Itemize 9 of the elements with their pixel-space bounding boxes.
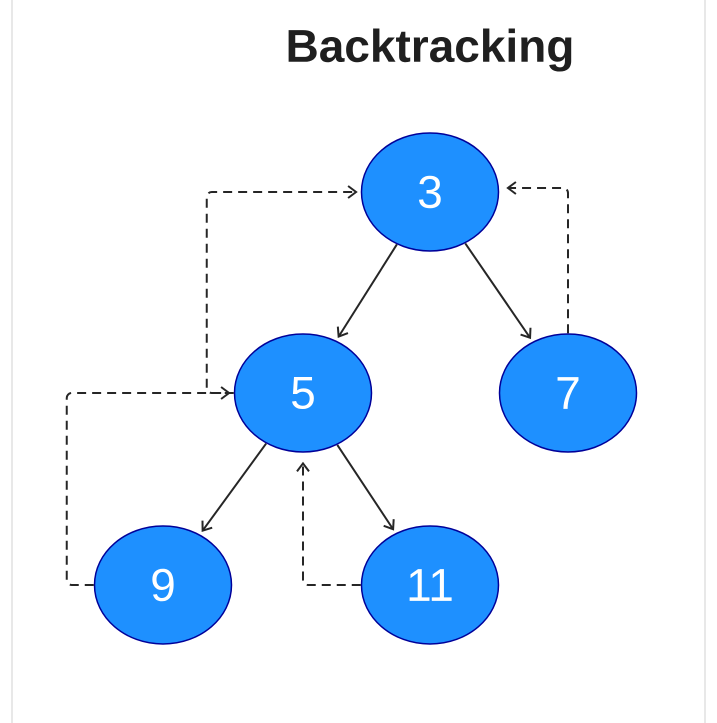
title: Backtracking	[288, 28, 572, 72]
arrow	[464, 242, 532, 340]
arrow	[66, 386, 231, 586]
arrow	[336, 444, 395, 531]
arrow	[506, 181, 569, 334]
arrow	[202, 442, 267, 532]
arrow	[336, 244, 398, 338]
arrow	[296, 462, 361, 586]
arrow	[206, 185, 358, 394]
